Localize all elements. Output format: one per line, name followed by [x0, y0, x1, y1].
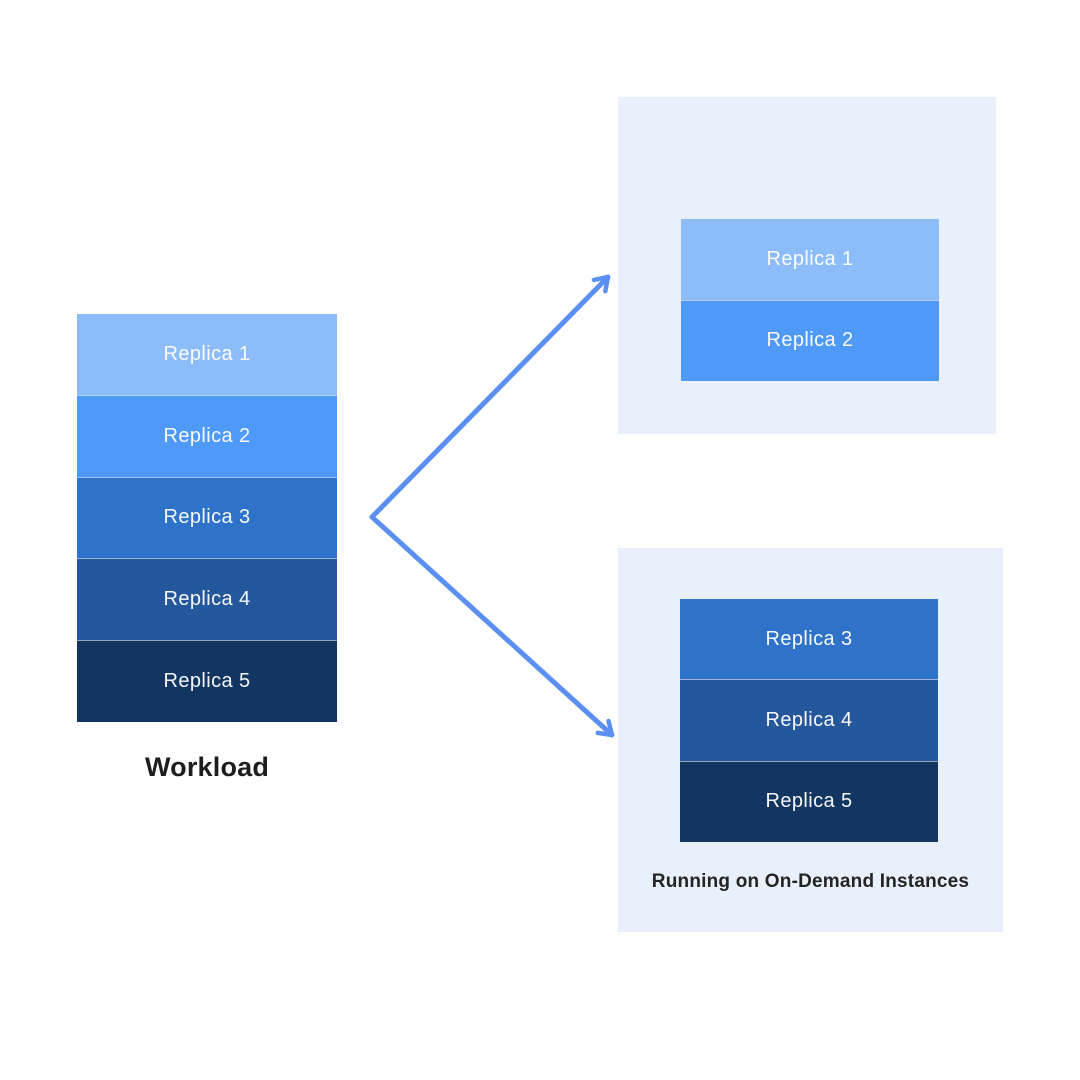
replica-label: Replica 3 — [765, 627, 853, 650]
workload-stack: Replica 1 Replica 2 Replica 3 Replica 4 … — [77, 314, 337, 722]
replica-label: Replica 2 — [766, 329, 854, 352]
on-demand-replica-5: Replica 5 — [680, 760, 938, 842]
workload-replica-5: Replica 5 — [77, 640, 337, 722]
spot-replica-stack: Replica 1 Replica 2 — [681, 219, 939, 381]
replica-label: Replica 5 — [765, 790, 853, 813]
arrow-to-spot-icon — [369, 274, 611, 520]
spot-instances-panel: Running on Spot Instances Replica 1 Repl… — [618, 97, 996, 434]
workload-title: Workload — [144, 752, 270, 782]
on-demand-replica-4: Replica 4 — [680, 679, 938, 761]
replica-label: Replica 4 — [765, 708, 853, 731]
on-demand-panel-title: Running on On-Demand Instances — [651, 871, 970, 892]
spot-replica-2: Replica 2 — [681, 299, 939, 381]
arrow-to-on-demand-icon — [369, 514, 615, 738]
replica-label: Replica 4 — [163, 588, 251, 611]
replica-label: Replica 2 — [163, 424, 251, 447]
workload-replica-4: Replica 4 — [77, 558, 337, 641]
replica-label: Replica 5 — [163, 670, 251, 693]
replica-label: Replica 1 — [163, 342, 251, 365]
replica-label: Replica 3 — [163, 506, 251, 529]
on-demand-replica-stack: Replica 3 Replica 4 Replica 5 — [680, 599, 938, 842]
replica-label: Replica 1 — [766, 247, 854, 270]
workload-replica-2: Replica 2 — [77, 394, 337, 477]
workload-replica-1: Replica 1 — [77, 314, 337, 395]
on-demand-replica-3: Replica 3 — [680, 599, 938, 680]
workload-replica-3: Replica 3 — [77, 476, 337, 559]
on-demand-instances-panel: Replica 3 Replica 4 Replica 5 Running on… — [618, 548, 1003, 932]
spot-replica-1: Replica 1 — [681, 219, 939, 300]
